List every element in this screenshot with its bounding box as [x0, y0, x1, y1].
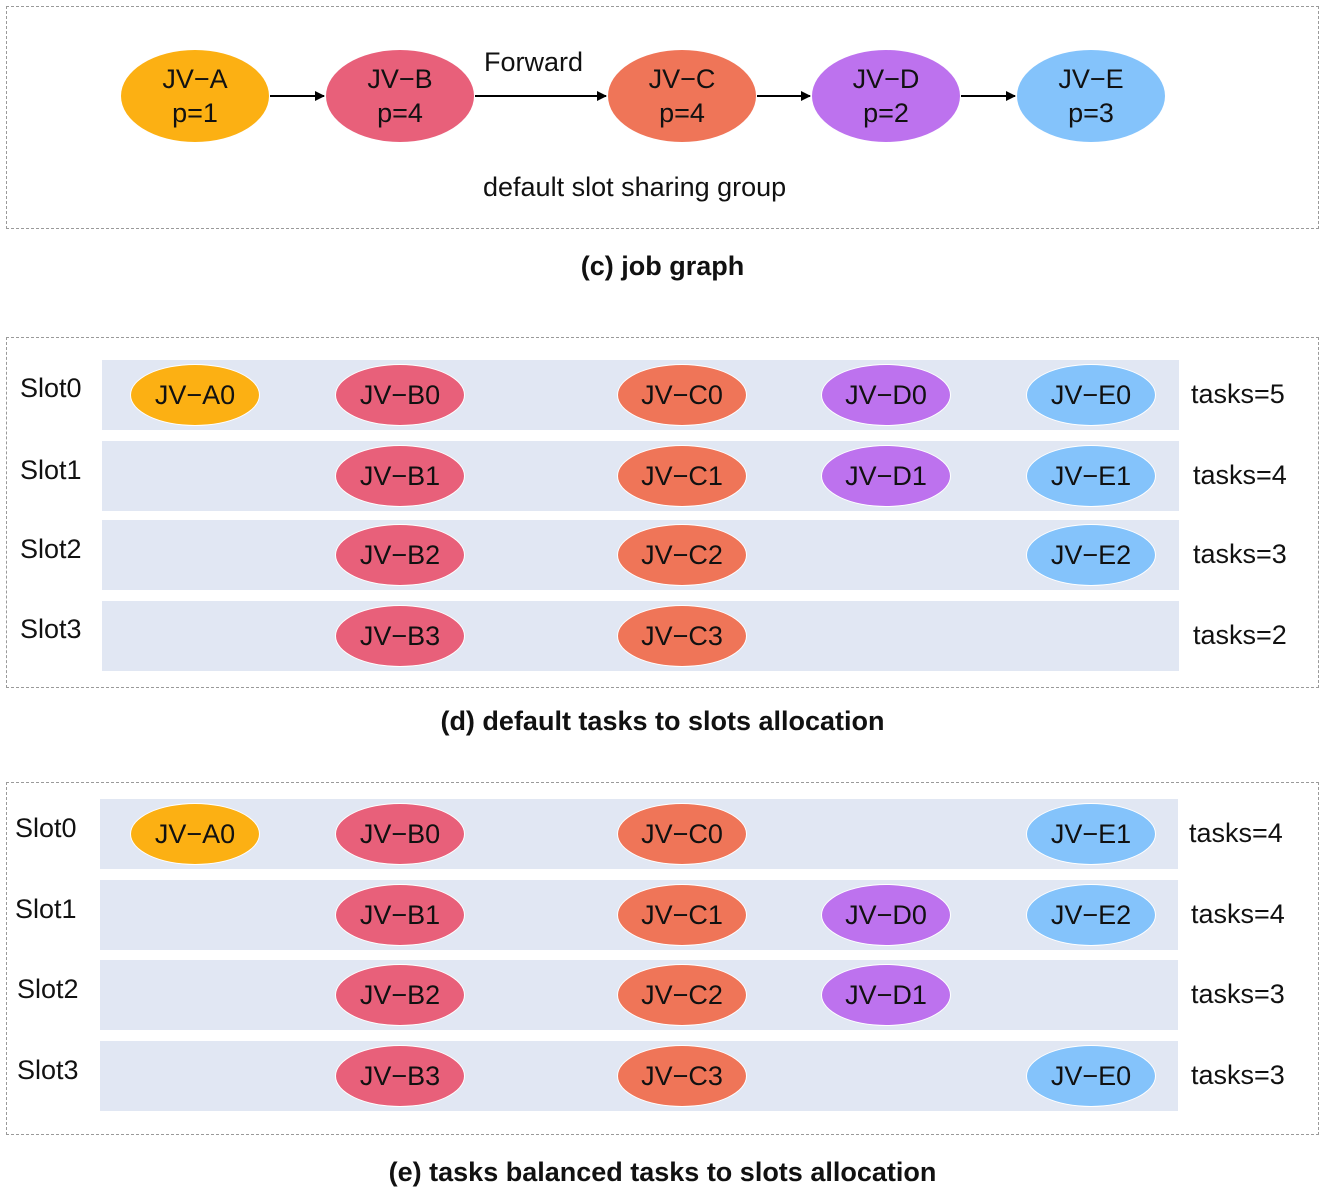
task-node: JV−B1 — [335, 884, 465, 946]
job-vertex-name: JV−C — [648, 64, 716, 94]
task-node: JV−C3 — [617, 605, 747, 667]
task-node: JV−E2 — [1026, 524, 1156, 586]
task-count: tasks=2 — [1193, 620, 1287, 650]
task-node: JV−B0 — [335, 803, 465, 865]
slot-label: Slot0 — [15, 813, 77, 843]
task-node: JV−B3 — [335, 1045, 465, 1107]
task-node: JV−B3 — [335, 605, 465, 667]
task-node: JV−D0 — [821, 884, 951, 946]
task-node: JV−C2 — [617, 524, 747, 586]
task-node: JV−E0 — [1026, 364, 1156, 426]
task-count: tasks=3 — [1191, 1060, 1285, 1090]
task-node: JV−A0 — [130, 803, 260, 865]
task-node: JV−B2 — [335, 524, 465, 586]
slot-label: Slot3 — [17, 1055, 79, 1085]
job-vertex-b: JV−B p=4 — [325, 49, 475, 143]
job-vertex-name: JV−A — [162, 64, 228, 94]
slot-label: Slot2 — [20, 534, 82, 564]
task-count: tasks=5 — [1191, 379, 1285, 409]
job-vertex-parallelism: p=4 — [659, 98, 705, 128]
task-count: tasks=3 — [1193, 539, 1287, 569]
caption-balanced-allocation: (e) tasks balanced tasks to slots alloca… — [388, 1157, 937, 1187]
balanced-allocation-panel — [6, 782, 1319, 1135]
caption-job-graph: (c) job graph — [580, 251, 745, 281]
slot-label: Slot3 — [20, 614, 82, 644]
task-node: JV−A0 — [130, 364, 260, 426]
default-allocation-panel — [6, 337, 1319, 688]
task-node: JV−B1 — [335, 445, 465, 507]
job-vertex-a: JV−A p=1 — [120, 49, 270, 143]
task-node: JV−B0 — [335, 364, 465, 426]
job-vertex-d: JV−D p=2 — [811, 49, 961, 143]
job-vertex-c: JV−C p=4 — [607, 49, 757, 143]
task-node: JV−E0 — [1026, 1045, 1156, 1107]
task-node: JV−C0 — [617, 803, 747, 865]
job-vertex-parallelism: p=1 — [172, 98, 218, 128]
job-vertex-parallelism: p=3 — [1068, 98, 1114, 128]
job-vertex-e: JV−E p=3 — [1016, 49, 1166, 143]
task-count: tasks=3 — [1191, 979, 1285, 1009]
slot-label: Slot2 — [17, 974, 79, 1004]
edge-label-forward: Forward — [484, 47, 584, 77]
task-node: JV−D0 — [821, 364, 951, 426]
job-vertex-parallelism: p=2 — [863, 98, 909, 128]
task-node: JV−E1 — [1026, 803, 1156, 865]
task-node: JV−E2 — [1026, 884, 1156, 946]
task-node: JV−C1 — [617, 445, 747, 507]
job-graph-panel — [6, 6, 1319, 229]
job-graph-edges — [270, 91, 1016, 101]
slot-label: Slot0 — [20, 373, 82, 403]
task-node: JV−C1 — [617, 884, 747, 946]
task-node: JV−C0 — [617, 364, 747, 426]
task-count: tasks=4 — [1191, 899, 1285, 929]
task-node: JV−C3 — [617, 1045, 747, 1107]
task-node: JV−D1 — [821, 964, 951, 1026]
task-node: JV−E1 — [1026, 445, 1156, 507]
task-node: JV−B2 — [335, 964, 465, 1026]
task-count: tasks=4 — [1193, 460, 1287, 490]
slot-sharing-group-label: default slot sharing group — [483, 172, 787, 202]
job-vertex-parallelism: p=4 — [377, 98, 423, 128]
slot-label: Slot1 — [15, 894, 77, 924]
caption-default-allocation: (d) default tasks to slots allocation — [440, 706, 885, 736]
task-count: tasks=4 — [1189, 818, 1283, 848]
task-node: JV−C2 — [617, 964, 747, 1026]
slot-label: Slot1 — [20, 455, 82, 485]
task-node: JV−D1 — [821, 445, 951, 507]
job-vertex-name: JV−E — [1058, 64, 1124, 94]
job-vertex-name: JV−B — [367, 64, 433, 94]
job-vertex-name: JV−D — [852, 64, 920, 94]
